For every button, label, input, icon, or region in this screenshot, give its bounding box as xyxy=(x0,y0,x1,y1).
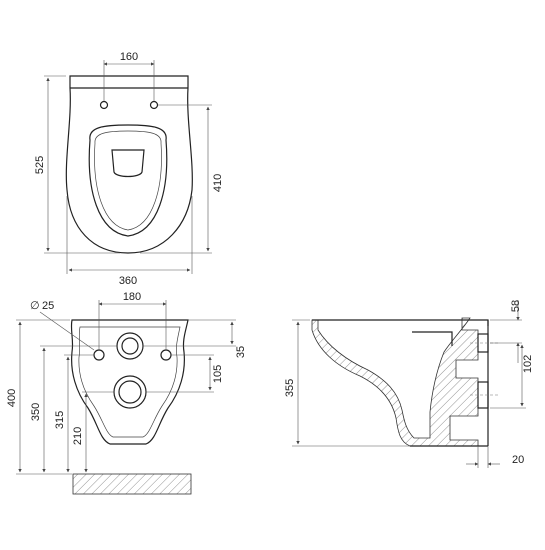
top-view-outlet xyxy=(111,149,145,178)
front-view-inlet-inner xyxy=(121,337,139,355)
front-view-floor xyxy=(72,473,192,495)
dim-front-35: 35 xyxy=(235,346,247,358)
side-view: 355 58 102 20 xyxy=(284,300,534,468)
dim-top-525: 525 xyxy=(34,156,46,174)
front-view: ∅ 25 180 400 350 315 210 35 105 xyxy=(6,291,247,495)
front-view-bolt-left xyxy=(93,349,105,361)
top-view-bolt-right xyxy=(149,100,159,110)
dim-front-105: 105 xyxy=(212,365,224,383)
dim-front-diameter-symbol: ∅ xyxy=(30,300,40,312)
dim-top-360: 360 xyxy=(119,275,137,287)
side-view-flush-pipe xyxy=(412,331,453,346)
dim-front-315: 315 xyxy=(54,411,66,429)
top-view-seat-inner xyxy=(94,130,162,231)
front-view-inner xyxy=(78,326,181,438)
side-view-section xyxy=(311,317,479,447)
top-view-body xyxy=(65,75,193,254)
front-view-outlet-inner xyxy=(118,380,142,404)
top-view-seat xyxy=(88,124,168,237)
dim-side-58: 58 xyxy=(510,300,522,312)
dim-front-400: 400 xyxy=(6,389,18,407)
dim-side-20: 20 xyxy=(512,454,524,466)
dim-front-210: 210 xyxy=(72,427,84,445)
top-view: 160 525 410 360 xyxy=(34,51,224,287)
dim-front-350: 350 xyxy=(30,403,42,421)
dim-side-355: 355 xyxy=(284,379,296,397)
dim-top-160: 160 xyxy=(120,51,138,63)
dim-top-410: 410 xyxy=(212,174,224,192)
front-view-inlet-outer xyxy=(116,332,144,360)
dim-front-25: 25 xyxy=(42,300,54,312)
front-view-bolt-right xyxy=(160,349,172,361)
front-view-body xyxy=(70,319,189,445)
dim-side-102: 102 xyxy=(522,355,534,373)
top-view-bolt-left xyxy=(99,100,109,110)
dim-front-180: 180 xyxy=(123,291,141,303)
